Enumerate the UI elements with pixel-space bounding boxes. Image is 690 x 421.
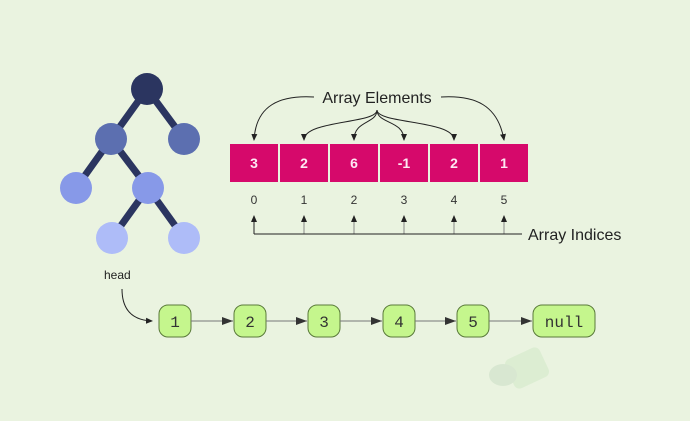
array-index: 1: [301, 193, 308, 207]
array-index: 5: [501, 193, 508, 207]
head-label: head: [104, 268, 131, 282]
tree-node-l2-right: [132, 172, 164, 204]
list-node-null: [532, 304, 596, 338]
array-indices: 0 1 2 3 4 5: [251, 193, 508, 234]
tree-node-l1-left: [95, 123, 127, 155]
array-index: 4: [451, 193, 458, 207]
element-arrow: [251, 96, 315, 141]
list-nodes: 1 2 3 4 5 null: [158, 304, 596, 338]
array-elements-label: Array Elements: [322, 90, 431, 107]
array-cell-value: -1: [398, 155, 411, 171]
list-node-value: null: [545, 314, 583, 332]
array-index: 2: [351, 193, 358, 207]
tree-node-l2-left: [60, 172, 92, 204]
tree-node-root: [131, 73, 163, 105]
list-node-value: 2: [245, 314, 255, 332]
list-node-value: 5: [468, 314, 478, 332]
array-cell-value: 2: [300, 155, 308, 171]
array-cell: [230, 144, 278, 182]
array-cell: [480, 144, 528, 182]
array-diagram: Array Elements 3 2 6 -1 2 1 0 1 2 3 4 5 Array Indi…: [230, 90, 621, 244]
array-cell: [330, 144, 378, 182]
array-cells: 3 2 6 -1 2 1: [230, 144, 528, 182]
array-cell: [280, 144, 328, 182]
head-pointer-arrow: [121, 288, 153, 324]
tree-node-l1-right: [168, 123, 200, 155]
array-cell-value: 3: [250, 155, 258, 171]
array-cell-value: 2: [450, 155, 458, 171]
array-cell: [380, 144, 428, 182]
array-cell: [430, 144, 478, 182]
element-arrow: [440, 96, 506, 141]
array-index: 0: [251, 193, 258, 207]
linked-list: head 1 2 3 4 5 null: [104, 268, 596, 338]
list-node-value: 1: [170, 314, 180, 332]
array-cell-value: 1: [500, 155, 508, 171]
array-cell-value: 6: [350, 155, 358, 171]
binary-tree: [60, 73, 200, 254]
tree-node-l3-left: [96, 222, 128, 254]
watermark-logo: [489, 347, 550, 389]
list-node-value: 3: [319, 314, 329, 332]
array-indices-label: Array Indices: [528, 227, 621, 244]
element-arrow: [301, 109, 378, 141]
element-arrow: [376, 109, 457, 141]
tree-node-l3-right: [168, 222, 200, 254]
element-arrow: [351, 109, 378, 141]
array-index: 3: [401, 193, 408, 207]
list-node-value: 4: [394, 314, 404, 332]
array-element-arrows: [251, 96, 506, 141]
